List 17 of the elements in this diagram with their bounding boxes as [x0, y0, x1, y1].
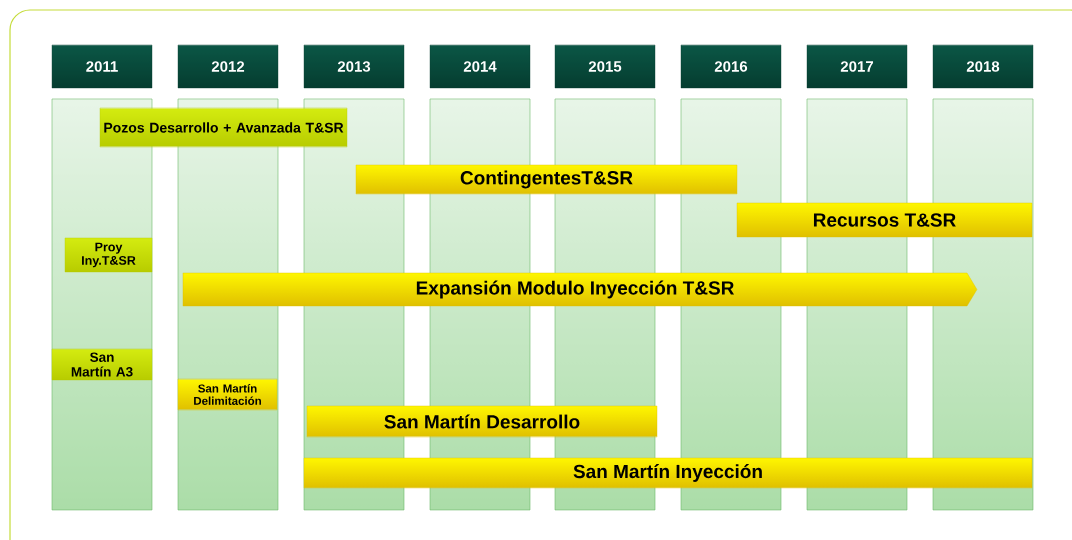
year-header: 2014 — [429, 44, 531, 89]
task-bar: San Martín Inyección — [303, 457, 1033, 489]
year-header: 2015 — [554, 44, 656, 89]
task-bar: San Martín Delimitación — [177, 378, 278, 411]
task-bar: Recursos T&SR — [736, 202, 1033, 238]
year-header: 2013 — [303, 44, 405, 89]
task-bar: ContingentesT&SR — [355, 164, 738, 195]
task-bar: Proy Iny.T&SR — [64, 237, 153, 273]
year-header: 2012 — [177, 44, 279, 89]
year-header: 2018 — [932, 44, 1034, 89]
year-header: 2011 — [51, 44, 153, 89]
year-header: 2017 — [806, 44, 908, 89]
task-bar: San Martín A3 — [51, 348, 153, 381]
task-bar: Expansión Modulo Inyección T&SR — [182, 272, 978, 307]
year-header: 2016 — [680, 44, 782, 89]
task-bar: San Martín Desarrollo — [306, 405, 658, 438]
task-bar: Pozos Desarrollo + Avanzada T&SR — [99, 107, 348, 148]
